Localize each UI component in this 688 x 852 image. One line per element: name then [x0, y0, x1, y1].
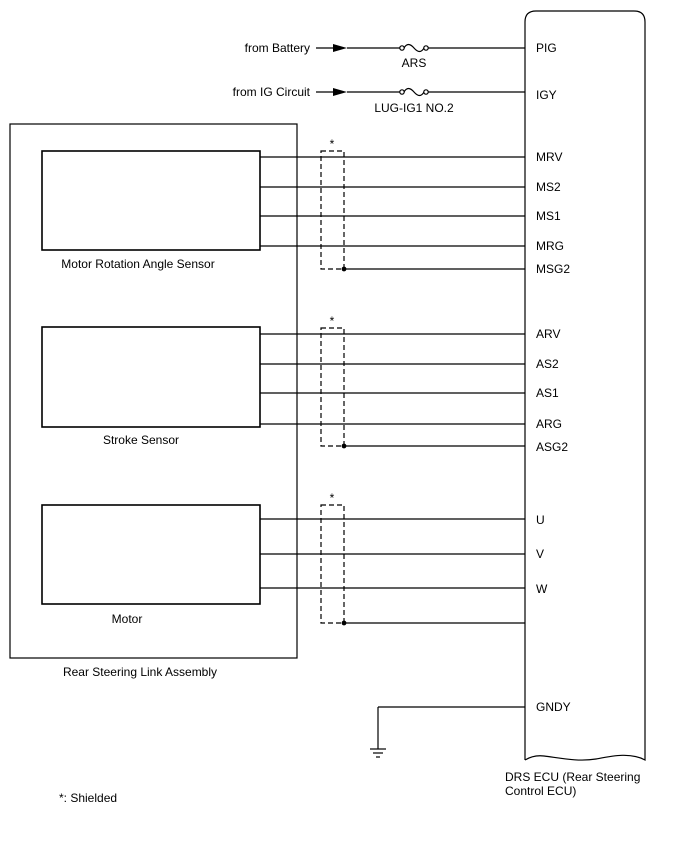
motor-box: [41, 504, 261, 605]
ig-source-label: from IG Circuit: [233, 85, 311, 99]
motor-rotation-angle-sensor-label: Motor Rotation Angle Sensor: [61, 257, 214, 271]
pin-as2-label: AS2: [536, 357, 559, 371]
pin-asg2-label: ASG2: [536, 440, 568, 454]
pin-mrg-label: MRG: [536, 239, 564, 253]
motor-rotation-angle-sensor-box: [41, 150, 261, 251]
fuse-lug-label: LUG-IG1 NO.2: [374, 101, 454, 115]
shield-1-mark: *: [330, 137, 335, 151]
ecu-label-line2: Control ECU): [505, 784, 576, 798]
ground-icon: [370, 748, 386, 758]
pin-arg-label: ARG: [536, 417, 562, 431]
pin-v-label: V: [536, 547, 544, 561]
ig-arrow-icon: [333, 88, 347, 96]
pin-mrv-label: MRV: [536, 150, 562, 164]
fuse-ars-label: ARS: [402, 56, 427, 70]
pin-as1-label: AS1: [536, 386, 559, 400]
pin-pig-label: PIG: [536, 41, 557, 55]
footnote: *: Shielded: [59, 791, 117, 805]
pin-ms2-label: MS2: [536, 180, 561, 194]
fuse-ars-terminal-left: [399, 45, 405, 51]
pin-ms1-label: MS1: [536, 209, 561, 223]
pin-u-label: U: [536, 513, 545, 527]
ecu-label-line1: DRS ECU (Rear Steering: [505, 770, 640, 784]
stroke-sensor-box: [41, 326, 261, 428]
pin-arv-label: ARV: [536, 327, 560, 341]
shield-1: [320, 150, 345, 270]
motor-label: Motor: [112, 612, 143, 626]
stroke-sensor-label: Stroke Sensor: [103, 433, 179, 447]
fuse-ars-terminal-right: [423, 45, 429, 51]
ecu-body: [524, 10, 646, 761]
pin-w-label: W: [536, 582, 548, 596]
fuse-lug-terminal-left: [399, 89, 405, 95]
shield-3: [320, 504, 345, 624]
pin-gndy-label: GNDY: [536, 700, 571, 714]
fuse-ars-icon: [403, 43, 425, 53]
pin-igy-label: IGY: [536, 88, 557, 102]
pin-msg2-label: MSG2: [536, 262, 570, 276]
fuse-lug-icon: [403, 87, 425, 97]
battery-arrow-icon: [333, 44, 347, 52]
shield-2: [320, 327, 345, 447]
assembly-label: Rear Steering Link Assembly: [63, 665, 217, 679]
battery-source-label: from Battery: [245, 41, 310, 55]
assembly-box: [9, 123, 298, 659]
shield-3-mark: *: [330, 491, 335, 505]
shield-2-mark: *: [330, 314, 335, 328]
fuse-lug-terminal-right: [423, 89, 429, 95]
